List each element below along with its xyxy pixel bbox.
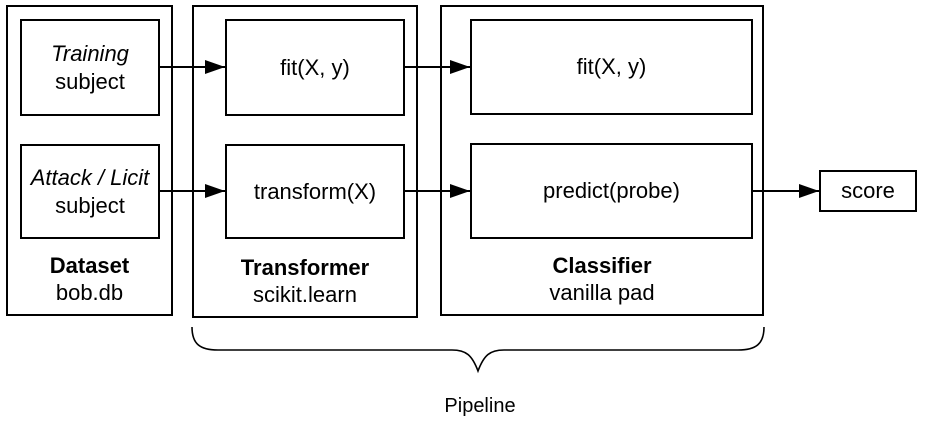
transformer-label: Transformer scikit.learn: [194, 254, 416, 308]
transformer-title: Transformer: [240, 255, 370, 280]
pipeline-brace-icon: [191, 326, 765, 374]
transformer-transform-label: transform(X): [253, 178, 377, 204]
transformer-transform-box: transform(X): [225, 144, 405, 239]
classifier-label: Classifier vanilla pad: [442, 252, 762, 306]
dataset-label: Dataset bob.db: [8, 252, 171, 306]
transformer-fit-box: fit(X, y): [225, 19, 405, 116]
transformer-container: fit(X, y) transform(X) Transformer sciki…: [192, 5, 418, 318]
classifier-predict-box: predict(probe): [470, 143, 753, 239]
attack-licit-subject-line1: Attack / Licit: [30, 164, 150, 190]
classifier-title: Classifier: [552, 253, 652, 278]
score-label: score: [841, 178, 895, 203]
dataset-subtitle: bob.db: [55, 280, 124, 305]
classifier-fit-box: fit(X, y): [470, 19, 753, 115]
training-subject-line2: subject: [55, 68, 125, 94]
classifier-predict-label: predict(probe): [543, 178, 680, 203]
classifier-subtitle: vanilla pad: [549, 280, 655, 305]
transformer-subtitle: scikit.learn: [253, 282, 357, 307]
training-subject-line1: Training: [51, 40, 129, 66]
attack-licit-subject-line2: subject: [55, 192, 125, 218]
training-subject-box: Training subject: [20, 19, 160, 116]
score-box: score: [819, 170, 917, 212]
dataset-container: Training subject Attack / Licit subject …: [6, 5, 173, 316]
classifier-fit-label: fit(X, y): [576, 54, 647, 79]
attack-licit-subject-box: Attack / Licit subject: [20, 144, 160, 239]
pipeline-label: Pipeline: [444, 395, 516, 417]
dataset-title: Dataset: [49, 253, 130, 278]
transformer-fit-label: fit(X, y): [280, 54, 350, 80]
classifier-container: fit(X, y) predict(probe) Classifier vani…: [440, 5, 764, 316]
